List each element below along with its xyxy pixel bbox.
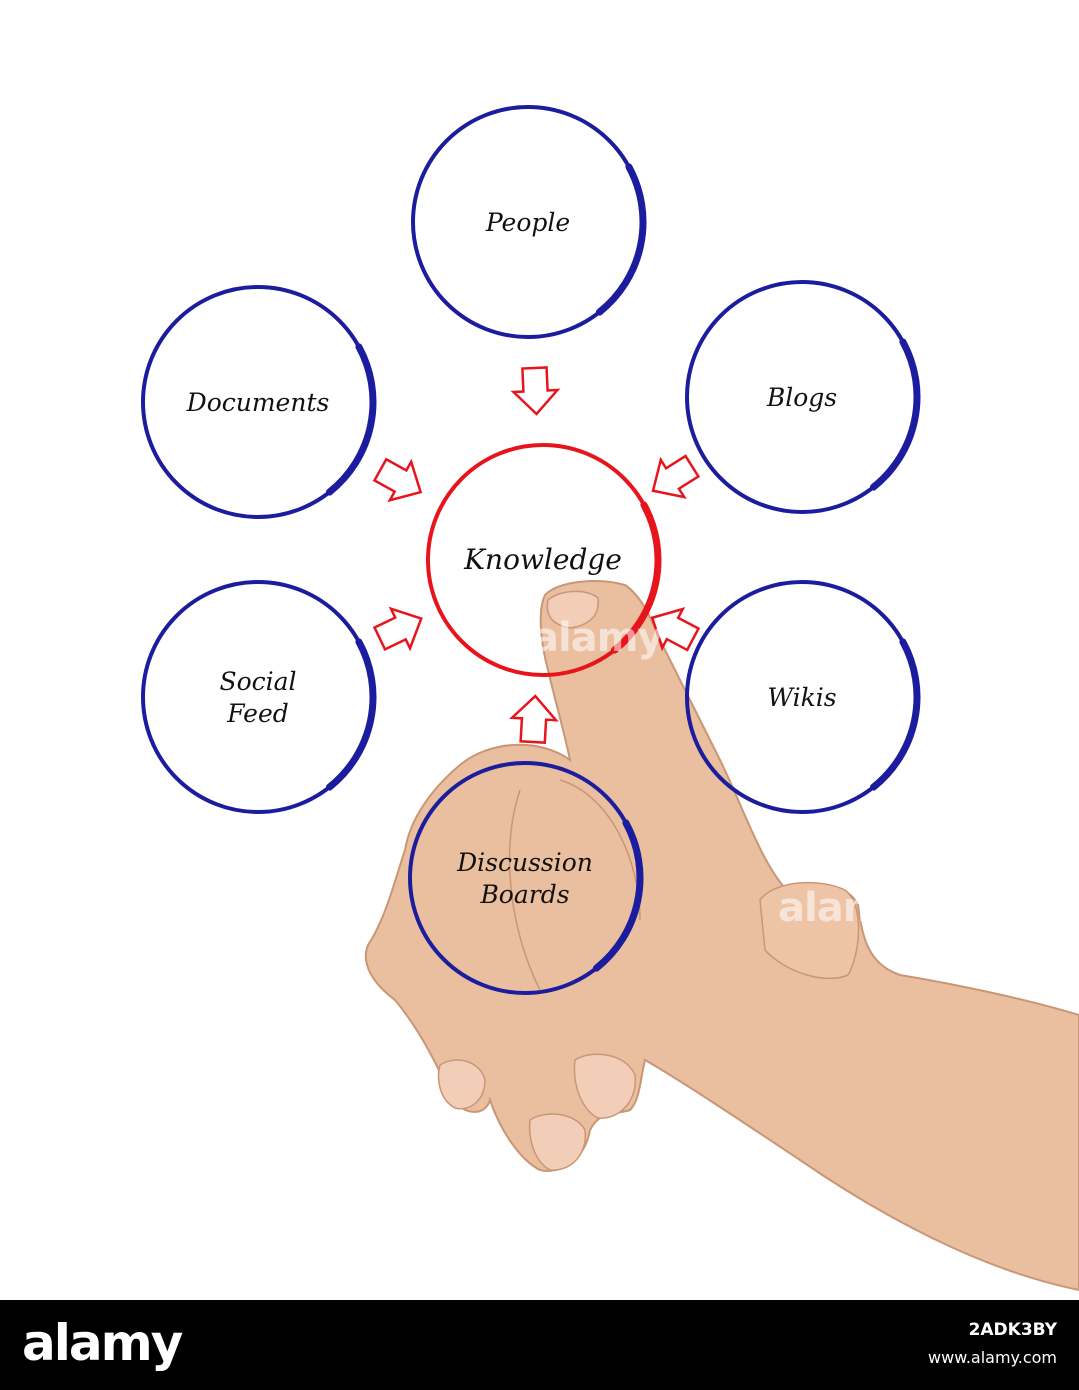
node-people: People (411, 105, 647, 339)
node-label-discussion-boards: Discussion (456, 848, 593, 877)
node-label-people: People (485, 208, 570, 237)
image-id: 2ADK3BY www.alamy.com (928, 1320, 1057, 1367)
watermark: alamy (532, 615, 663, 661)
node-blogs-accent (869, 338, 921, 491)
node-label-social-feed: Feed (226, 699, 289, 728)
image-code: 2ADK3BY (968, 1320, 1057, 1340)
center-label: Knowledge (463, 543, 622, 576)
node-people-accent (595, 163, 647, 316)
arrow-discussion-boards-to-knowledge (509, 694, 559, 744)
node-label-blogs: Blogs (766, 383, 837, 412)
pointing-hand-icon (364, 580, 1079, 1292)
footer-bar: alamy 2ADK3BY www.alamy.com (0, 1300, 1079, 1390)
watermark: alamy (778, 885, 909, 931)
arrow-wikis-to-knowledge (650, 607, 701, 652)
node-wikis-accent (869, 638, 921, 791)
node-documents-accent (325, 343, 377, 496)
site-url: www.alamy.com (928, 1348, 1057, 1367)
arrow-documents-to-knowledge (372, 457, 423, 503)
arrow-people-to-knowledge (510, 366, 561, 416)
node-social-feed-accent (325, 638, 377, 791)
diagram: PeopleBlogsWikisDiscussionBoardsSocialFe… (141, 105, 1079, 1292)
node-blogs: Blogs (685, 280, 921, 514)
node-knowledge-accent (610, 501, 662, 654)
node-discussion-boards-accent (592, 819, 644, 972)
alamy-logo: alamy (22, 1314, 183, 1372)
node-label-discussion-boards: Boards (479, 880, 569, 909)
arrow-social-feed-to-knowledge (372, 606, 423, 652)
node-knowledge: Knowledge (426, 443, 662, 677)
node-label-documents: Documents (186, 388, 330, 417)
arrow-blogs-to-knowledge (651, 454, 701, 499)
node-documents: Documents (141, 285, 377, 519)
node-label-wikis: Wikis (767, 683, 836, 712)
node-wikis: Wikis (685, 580, 921, 814)
node-label-social-feed: Social (219, 667, 296, 696)
